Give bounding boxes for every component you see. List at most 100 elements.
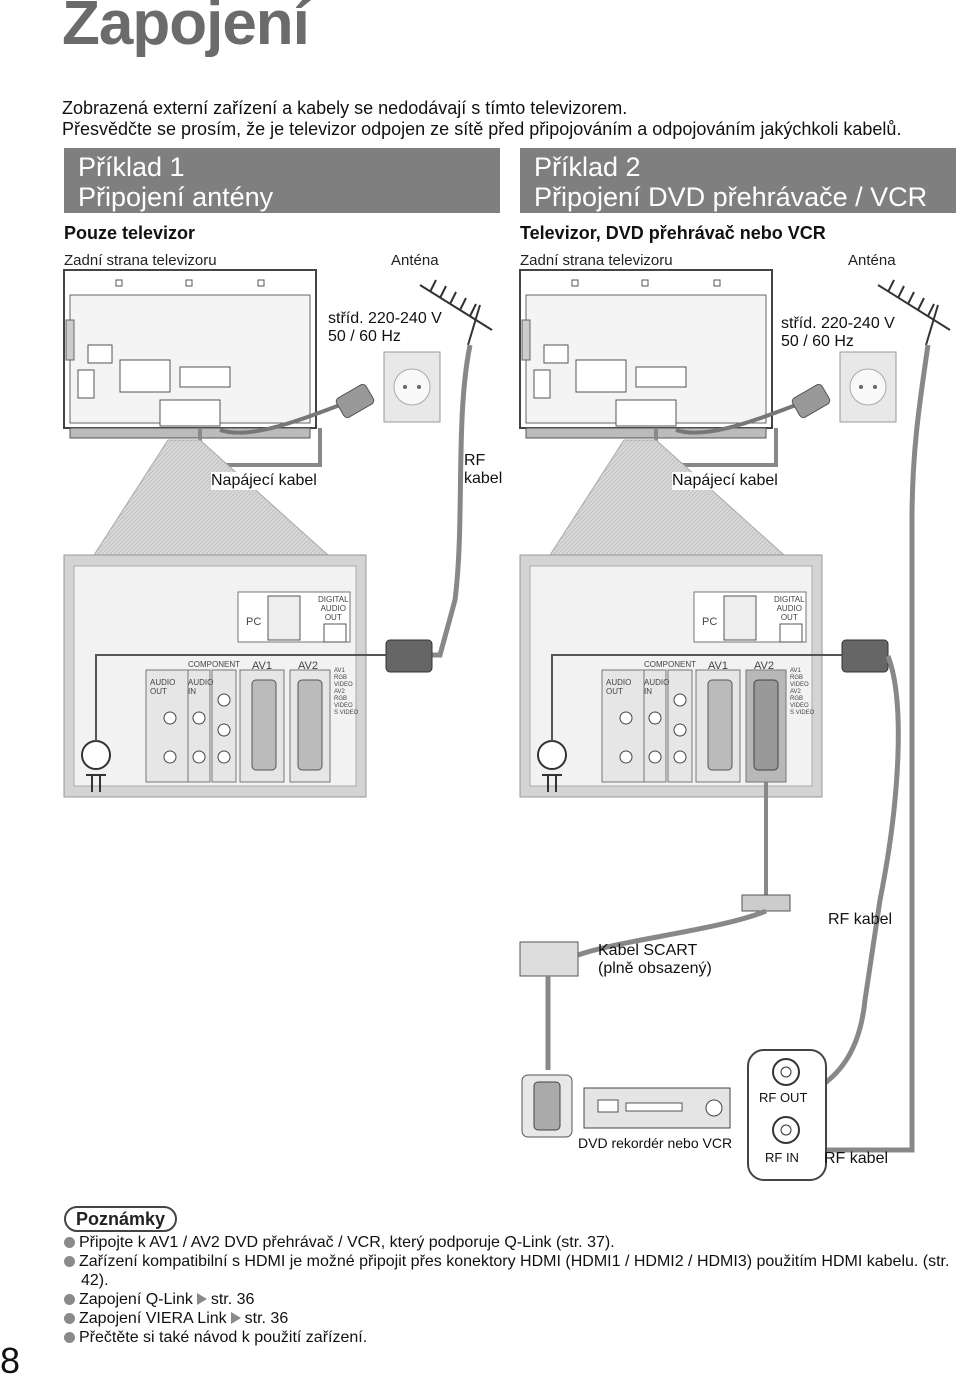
ex1-audio-in-label: AUDIO IN <box>188 678 213 696</box>
example1-antenna-label: Anténa <box>391 252 439 269</box>
ex1-audio-in-2: IN <box>188 687 196 696</box>
note-text-1: Připojte k AV1 / AV2 DVD přehrávač / VCR… <box>79 1234 615 1251</box>
ex2-av1-label: AV1 <box>708 660 728 672</box>
ex2-digital: DIGITAL <box>774 595 805 604</box>
ex2-av1-small: AV1 <box>790 668 801 674</box>
ex2-rf-cable-top-label: RF kabel <box>828 911 893 928</box>
example2-power-plug <box>675 383 831 435</box>
ex1-rgb: RGB <box>334 675 348 681</box>
example1-power-cable-label: Napájecí kabel <box>211 472 317 490</box>
example1-rf-label-line1: RF <box>464 452 486 469</box>
ex1-audio-out-label: AUDIO OUT <box>150 678 175 696</box>
example2-subtitle: Připojení DVD přehrávače / VCR <box>534 182 928 212</box>
example1-title: Příklad 1 <box>78 152 185 182</box>
ex2-av2-label: AV2 <box>754 660 774 672</box>
ex1-audio: AUDIO <box>320 604 346 613</box>
ex2-audio-in-1: AUDIO <box>644 678 670 687</box>
example1-connector-panel <box>63 554 433 798</box>
ex2-audio-out-1: AUDIO <box>606 678 632 687</box>
ex2-digital-audio-label: DIGITAL AUDIO OUT <box>774 595 805 622</box>
bullet-icon <box>64 1313 75 1324</box>
ex2-audio-in-label: AUDIO IN <box>644 678 669 696</box>
ex2-audio: AUDIO <box>776 604 802 613</box>
ex1-audio-out-1: AUDIO <box>150 678 176 687</box>
intro-line-1: Zobrazená externí zařízení a kabely se n… <box>62 98 628 118</box>
example1-tv-back <box>63 269 317 439</box>
example1-banner: Příklad 1 Připojení antény <box>64 148 500 213</box>
example2-rear-label: Zadní strana televizoru <box>520 252 673 269</box>
bullet-icon <box>64 1237 75 1248</box>
note-link-text-1: Zapojení Q-Link <box>79 1291 193 1308</box>
ex1-av-small-labels: AV1 RGB VIDEO AV2 RGB VIDEO S VIDEO <box>334 668 358 717</box>
ex1-video: VIDEO <box>334 682 353 688</box>
example2-subhead: Televizor, DVD přehrávač nebo VCR <box>520 223 826 243</box>
example2-tv-back <box>519 269 773 439</box>
ex1-component-label: COMPONENT <box>188 660 240 669</box>
example2-mains-label: stříd. 220-240 V 50 / 60 Hz <box>781 315 895 351</box>
example1-mains-label: stříd. 220-240 V 50 / 60 Hz <box>328 310 442 346</box>
ex2-out: OUT <box>780 613 798 622</box>
example1-rear-label: Zadní strana televizoru <box>64 252 217 269</box>
example2-mains-frequency: 50 / 60 Hz <box>781 333 854 350</box>
note-link-ref-2[interactable]: str. 36 <box>244 1310 289 1327</box>
example1-subtitle: Připojení antény <box>78 182 274 212</box>
ex2-audio-out-2: OUT <box>606 687 623 696</box>
ex2-component-label: COMPONENT <box>644 660 696 669</box>
note-link-text-2: Zapojení VIERA Link <box>79 1310 227 1327</box>
ex1-video2: VIDEO <box>334 703 353 709</box>
arrow-right-icon <box>230 1312 241 1324</box>
example1-mains-voltage: stříd. 220-240 V <box>328 310 442 327</box>
notes-title: Poznámky <box>64 1206 178 1232</box>
ex1-audio-out-2: OUT <box>150 687 167 696</box>
ex1-av2-small: AV2 <box>334 689 345 695</box>
ex2-rgb: RGB <box>790 675 804 681</box>
ex2-audio-in-2: IN <box>644 687 652 696</box>
ex2-audio-out-label: AUDIO OUT <box>606 678 631 696</box>
example2-wall-socket <box>839 351 897 423</box>
ex1-digital-audio-label: DIGITAL AUDIO OUT <box>318 595 349 622</box>
bullet-icon <box>64 1256 75 1267</box>
example1-wall-socket <box>383 351 441 423</box>
note-link-ref-1[interactable]: str. 36 <box>210 1291 255 1308</box>
example1-rf-cable-label: RF kabel <box>464 452 502 488</box>
ex2-scart-line1: Kabel SCART <box>598 942 698 959</box>
example2-antenna <box>877 279 951 346</box>
ex2-scart-line2: (plně obsazený) <box>598 960 712 977</box>
note-item-2: Zařízení kompatibilní s HDMI je možné př… <box>64 1252 960 1290</box>
example2-banner: Příklad 2 Připojení DVD přehrávače / VCR <box>520 148 956 213</box>
note-text-2: Zařízení kompatibilní s HDMI je možné př… <box>79 1253 950 1289</box>
note-item-5: Přečtěte si také návod k použití zařízen… <box>64 1328 944 1347</box>
example1-rf-label-line2: kabel <box>464 470 503 487</box>
example1-power-plug <box>219 383 375 435</box>
ex1-audio-in-1: AUDIO <box>188 678 214 687</box>
intro-line-2: Přesvědčte se prosím, že je televizor od… <box>62 119 902 139</box>
ex1-av1-label: AV1 <box>252 660 272 672</box>
note-item-3: Zapojení Q-Link str. 36 <box>64 1290 944 1309</box>
example2-power-cable-label: Napájecí kabel <box>672 472 778 490</box>
example2-connector-panel <box>519 554 889 798</box>
connection-diagram <box>63 269 951 1181</box>
ex1-digital: DIGITAL <box>318 595 349 604</box>
ex1-av1-small: AV1 <box>334 668 345 674</box>
bullet-icon <box>64 1294 75 1305</box>
example1-subhead: Pouze televizor <box>64 223 196 243</box>
ex1-out: OUT <box>324 613 342 622</box>
ex2-rf-in-label: RF IN <box>765 1150 799 1165</box>
dvd-recorder <box>583 1087 731 1129</box>
note-item-1: Připojte k AV1 / AV2 DVD přehrávač / VCR… <box>64 1233 944 1252</box>
arrow-right-icon <box>196 1293 207 1305</box>
example2-mains-voltage: stříd. 220-240 V <box>781 315 895 332</box>
page-number: 8 <box>0 1340 21 1381</box>
ex2-av2-small: AV2 <box>790 689 801 695</box>
example2-antenna-label: Anténa <box>848 252 896 269</box>
ex2-video: VIDEO <box>790 682 809 688</box>
page-title: Zapojení <box>62 0 310 58</box>
example1-antenna <box>419 279 493 346</box>
ex2-svideo: S VIDEO <box>790 710 815 716</box>
bullet-icon <box>64 1332 75 1343</box>
ex1-av2-label: AV2 <box>298 660 318 672</box>
ex1-pc-label: PC <box>246 616 262 628</box>
ex2-rf-out-label: RF OUT <box>759 1090 808 1105</box>
ex2-rf-cable-bottom-label: RF kabel <box>824 1150 889 1167</box>
note-text-5: Přečtěte si také návod k použití zařízen… <box>79 1329 368 1346</box>
